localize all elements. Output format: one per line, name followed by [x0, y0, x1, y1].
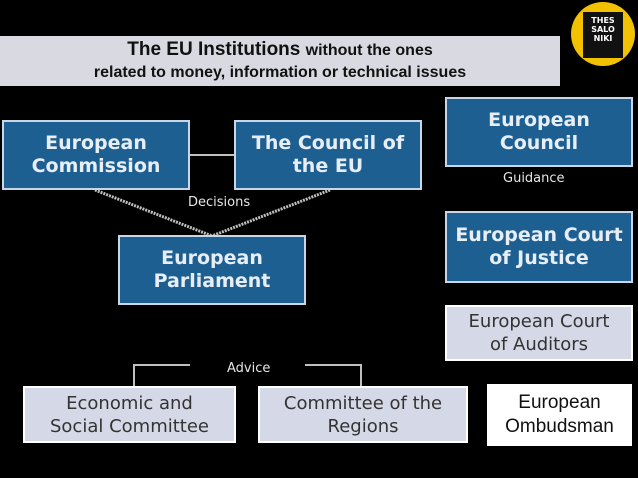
committee-of-regions-box: Committee of the Regions — [258, 386, 468, 443]
council-parliament-line — [211, 188, 331, 238]
slide-title: The EU Institutions without the ones — [0, 39, 560, 61]
european-council-box: European Council — [445, 97, 633, 167]
logo-line3: NIKI — [593, 34, 613, 43]
economic-social-committee-box: Economic and Social Committee — [23, 386, 236, 443]
council-of-eu-box: The Council of the EU — [234, 120, 422, 190]
advice-right-bracket — [305, 364, 362, 386]
european-parliament-box: European Parliament — [118, 235, 306, 305]
guidance-label: Guidance — [503, 171, 565, 186]
decisions-label: Decisions — [188, 195, 251, 210]
slide-subtitle: related to money, information or technic… — [93, 64, 467, 81]
european-commission-box: European Commission — [2, 120, 190, 190]
logo-line1: THES — [591, 16, 615, 25]
advice-left-bracket — [133, 364, 190, 386]
logo-text: THES SALO NIKI — [583, 12, 623, 58]
european-court-of-auditors-box: European Court of Auditors — [445, 305, 633, 361]
title-rest: without the ones — [305, 42, 433, 59]
title-bar: The EU Institutions without the ones rel… — [0, 36, 560, 86]
title-bold: The EU Institutions — [127, 39, 301, 60]
advice-label: Advice — [227, 361, 271, 376]
european-ombudsman-box: European Ombudsman — [487, 384, 632, 446]
thessaloniki-logo-icon: THES SALO NIKI — [571, 2, 635, 66]
european-court-of-justice-box: European Court of Justice — [445, 211, 633, 283]
logo-line2: SALO — [591, 25, 615, 34]
